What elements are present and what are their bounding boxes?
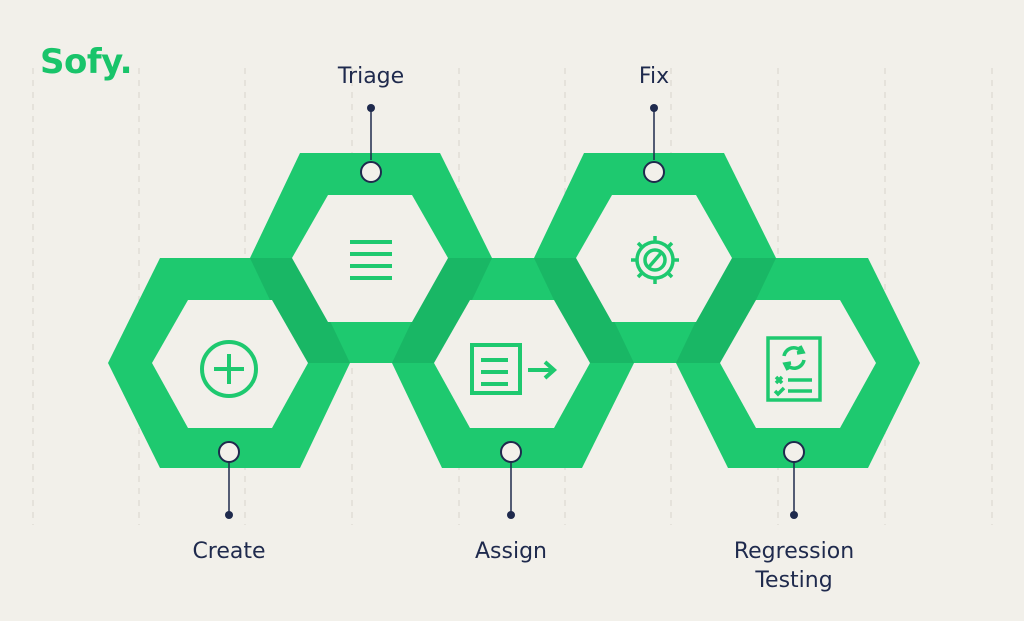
label-fix: Fix [638,64,670,89]
overlap-shade-2 [392,258,492,363]
inner-triage [292,195,448,322]
dot-regression [790,511,798,519]
plus-circle-icon [200,340,258,398]
label-assign: Assign [475,539,547,564]
label-regression-testing: Regression Testing [733,539,855,593]
connectors [228,108,795,515]
form-arrow-icon [470,343,558,395]
ring-assign [500,441,522,463]
label-create: Create [192,539,266,564]
ring-create [218,441,240,463]
sofy-logo: Sofy. [40,42,133,82]
dot-assign [507,511,515,519]
hexagon-chain [108,153,920,468]
gear-wrench-icon [631,236,679,284]
ring-triage [360,161,382,183]
connector-rings [218,161,805,463]
overlap-shade-4 [676,258,776,363]
connector-end-dots [225,104,798,519]
ring-regression [783,441,805,463]
dot-create [225,511,233,519]
list-lines-icon [350,240,392,280]
inner-regression [720,300,876,428]
overlap-shade-1 [250,258,350,363]
test-checklist-icon [766,336,822,402]
label-triage: Triage [337,64,405,89]
ring-fix [643,161,665,183]
dot-fix [650,104,658,112]
inner-assign [434,300,590,428]
overlap-shade-3 [534,258,634,363]
dot-triage [367,104,375,112]
